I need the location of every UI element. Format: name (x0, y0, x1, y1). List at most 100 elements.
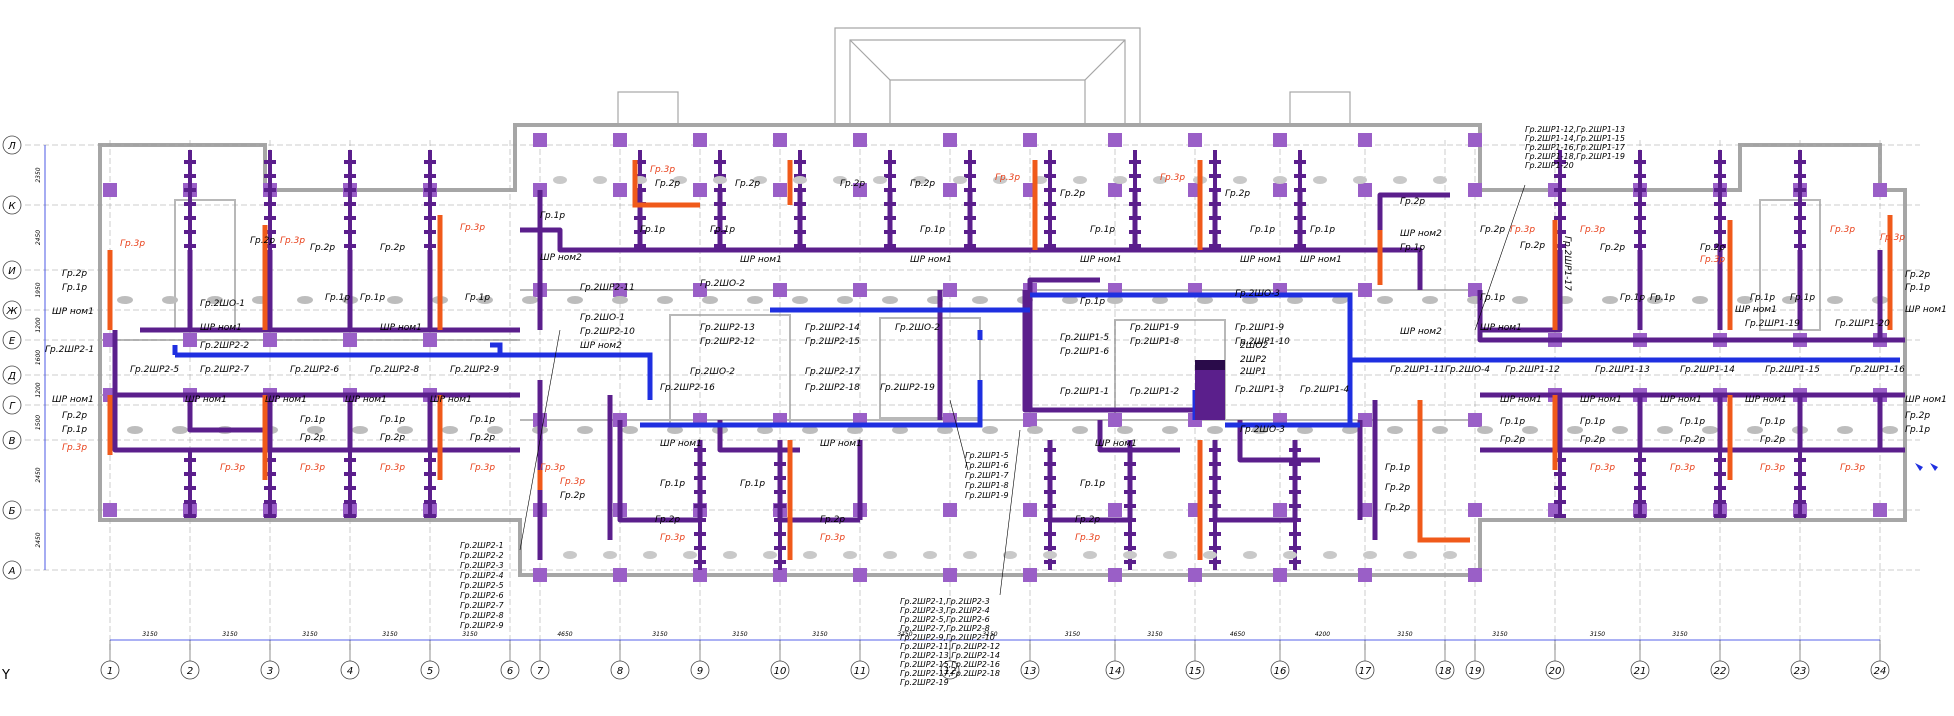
axis-bubble-В (2, 430, 22, 450)
riser-tick (344, 244, 356, 248)
label-shr1-12: Гр.2ШР1-12 (1505, 365, 1560, 375)
riser-tick (1714, 202, 1726, 206)
fixture (553, 176, 567, 184)
riser-tick (1794, 216, 1806, 220)
column (1273, 133, 1287, 147)
group-list-item: Гр.2ШР2-9 (460, 621, 504, 630)
column (613, 283, 627, 297)
label-sho0-1: Гр.2ШО-1 (200, 299, 245, 309)
group-list-item: Гр.2ШР2-8 (460, 611, 504, 620)
fixture (1747, 426, 1763, 434)
riser-tick (1634, 216, 1646, 220)
label-shr1-19: Гр.2ШР1-19 (1745, 319, 1800, 329)
riser-tick (184, 174, 196, 178)
riser-tick (1289, 532, 1301, 536)
axis-label-6: 6 (507, 666, 513, 677)
axis-label-В: В (9, 436, 16, 447)
riser-tick (184, 472, 196, 476)
riser-tick (184, 202, 196, 206)
axis-label-8: 8 (617, 666, 623, 677)
fixture (297, 296, 313, 304)
label-shr-nom1-c: ШР ном1 (200, 323, 242, 333)
outlet-symbols-right (1915, 463, 1938, 471)
fixture (442, 426, 458, 434)
fixture (1152, 296, 1168, 304)
fixture (1107, 296, 1123, 304)
dimension-value: 2350 (35, 167, 42, 182)
riser-tick (1124, 560, 1136, 564)
fixture (1197, 296, 1213, 304)
fixture (1882, 426, 1898, 434)
fixture (1692, 296, 1708, 304)
group-list-item: Гр.2ШР2-11,Гр.2ШР2-12 (900, 642, 1000, 651)
axis-label-Г: Г (9, 401, 16, 412)
column (1188, 133, 1202, 147)
group-list-item: Гр.2ШР1-7 (965, 471, 1010, 480)
column (1873, 183, 1887, 197)
group-list-item: Гр.2ШР1-18,Гр.2ШР1-19 (1525, 152, 1625, 161)
label-gr1r-v: Гр.1р (1480, 293, 1505, 303)
label-shr-nom1-o: ШР ном1 (1240, 255, 1282, 265)
label-shr1-10: Гр.2ШР1-10 (1235, 337, 1290, 347)
dimension-value: 3150 (812, 631, 827, 638)
dimension-value: 3150 (1147, 631, 1162, 638)
label-shr1-14: Гр.2ШР1-14 (1680, 365, 1735, 375)
label-shr-nom1-t: ШР ном1 (1905, 395, 1947, 405)
label-gr3r-g: Гр.3р (380, 463, 405, 473)
riser-tick (344, 458, 356, 462)
riser-tick (1209, 174, 1221, 178)
label-gr2r-t: Гр.2р (1385, 483, 1410, 493)
fixture (1647, 296, 1663, 304)
dimension-value: 3150 (897, 631, 912, 638)
axis-bubble-Е (2, 330, 22, 350)
label-gr1r-x: Гр.1р (1650, 293, 1675, 303)
riser-tick (1714, 174, 1726, 178)
label-gr3r-q: Гр.3р (1510, 225, 1535, 235)
riser-tick (774, 546, 786, 550)
label-gr1r-zb: Гр.1р (1905, 425, 1930, 435)
distribution-panels (1195, 360, 1225, 420)
riser-tick (1794, 500, 1806, 504)
label-shr-nom1-j: ШР ном1 (660, 439, 702, 449)
riser-tick (184, 244, 196, 248)
label-shr1-9: Гр.2ШР1-9 (1130, 323, 1179, 333)
label-shr2-7: Гр.2ШР2-7 (200, 365, 249, 375)
riser-tick (424, 202, 436, 206)
column (943, 183, 957, 197)
riser-tick (1794, 230, 1806, 234)
label-gr3r-s: Гр.3р (1700, 255, 1725, 265)
fixture (713, 176, 727, 184)
label-shr-nom1-l: ШР ном1 (910, 255, 952, 265)
riser-tick (1554, 244, 1566, 248)
group-list-item: Гр.2ШР1-5 (965, 451, 1009, 460)
fixture (172, 426, 188, 434)
column (613, 568, 627, 582)
fixture (1353, 176, 1367, 184)
riser-tick (184, 486, 196, 490)
fixture (1522, 426, 1538, 434)
label-shr-nom2-c: ШР ном2 (1400, 229, 1442, 239)
label-2shr1: 2ШР1 (1240, 367, 1267, 377)
riser-tick (344, 472, 356, 476)
axis-label-13: 13 (1024, 666, 1037, 677)
fixture (1297, 426, 1313, 434)
column (1273, 503, 1287, 517)
fixture (1443, 551, 1457, 559)
riser-tick (1554, 188, 1566, 192)
riser-tick (344, 202, 356, 206)
label-shr-nom1-a: ШР ном1 (52, 307, 94, 317)
label-gr2r-d: Гр.2р (310, 243, 335, 253)
riser-tick (1554, 202, 1566, 206)
label-gr1r-m: Гр.1р (740, 479, 765, 489)
riser-tick (1294, 174, 1306, 178)
riser-tick (1554, 514, 1566, 518)
dimension-value: 2450 (35, 467, 42, 482)
label-gr1r-y: Гр.1р (1750, 293, 1775, 303)
axis-label-14: 14 (1109, 666, 1122, 677)
label-shr-nom1-m: ШР ном1 (1080, 255, 1122, 265)
fixture (883, 551, 897, 559)
column (1873, 503, 1887, 517)
riser-tick (424, 458, 436, 462)
riser-tick (184, 188, 196, 192)
